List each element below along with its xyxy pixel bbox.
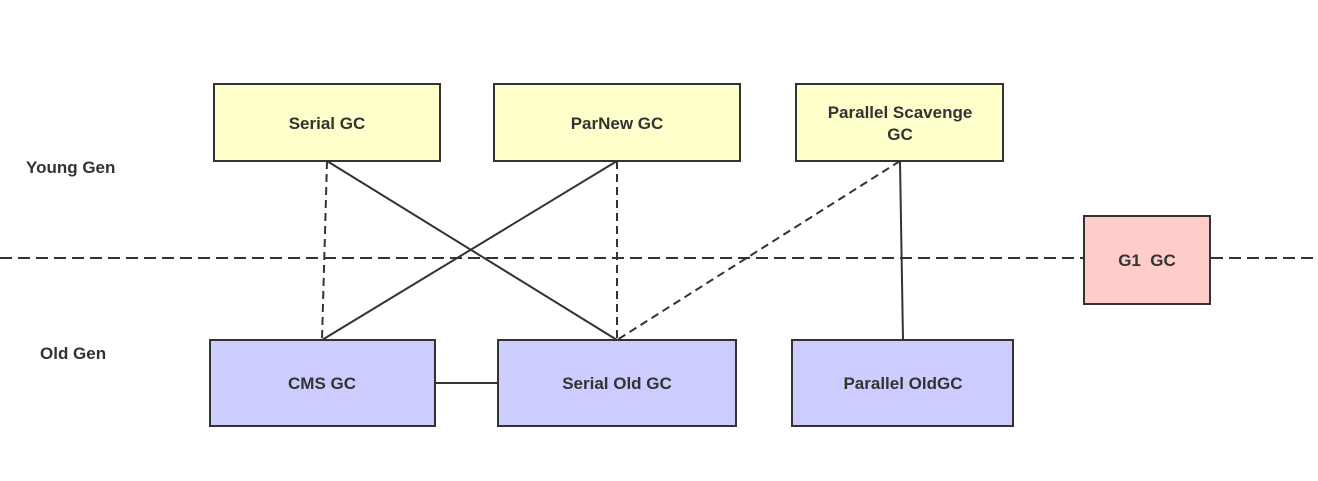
g1-gc-box	[1083, 215, 1211, 305]
parallel-scavenge-gc-node: Parallel Scavenge GC	[795, 83, 1004, 162]
parallel-scavenge-gc-label-line1: Parallel Scavenge	[828, 103, 973, 122]
serial-old-gc-box	[497, 339, 737, 427]
edge-parallel-scavenge-to-serial-old	[616, 160, 901, 341]
cms-gc-box	[209, 339, 436, 427]
cms-gc-node: CMS GC	[209, 339, 436, 427]
parallel-old-gc-box	[791, 339, 1014, 427]
serial-gc-label: Serial GC	[289, 114, 366, 133]
parallel-old-gc-node: Parallel OldGC	[791, 339, 1014, 427]
serial-gc-box	[213, 83, 441, 162]
serial-gc-node: Serial GC	[213, 83, 441, 162]
edge-parallel-scavenge-to-parallel-old	[899, 160, 904, 341]
edge-serial-to-cms	[321, 160, 328, 341]
old-gen-label: Old Gen	[40, 344, 106, 363]
edge-parnew-to-cms	[321, 160, 618, 341]
g1-gc-label: G1 GC	[1118, 251, 1176, 270]
parnew-gc-box	[493, 83, 741, 162]
young-gen-label: Young Gen	[26, 158, 115, 177]
parallel-old-gc-label: Parallel OldGC	[843, 374, 962, 393]
g1-gc-node: G1 GC	[1083, 215, 1211, 305]
parallel-scavenge-gc-label-line2: GC	[887, 125, 913, 144]
parallel-scavenge-gc-box	[795, 83, 1004, 162]
parnew-gc-node: ParNew GC	[493, 83, 741, 162]
serial-old-gc-label: Serial Old GC	[562, 374, 672, 393]
parnew-gc-label: ParNew GC	[571, 114, 664, 133]
edge-serial-to-serial-old	[326, 160, 618, 341]
cms-gc-label: CMS GC	[288, 374, 356, 393]
serial-old-gc-node: Serial Old GC	[497, 339, 737, 427]
